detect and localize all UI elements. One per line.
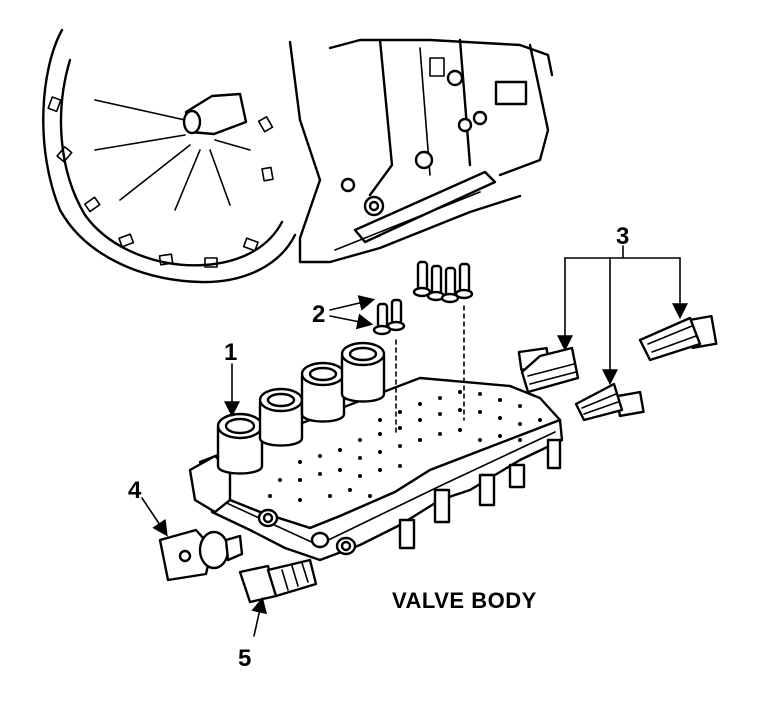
transmission-case	[42, 28, 554, 284]
speed-sensors	[517, 245, 718, 422]
temperature-sensor	[238, 558, 318, 604]
input-shaft	[182, 92, 248, 136]
shift-solenoids	[216, 341, 386, 475]
pressure-switch	[158, 528, 244, 582]
callout-5: 5	[238, 645, 251, 672]
diagram-caption: VALVE BODY	[392, 588, 537, 613]
callout-leaders	[141, 295, 376, 637]
valve-sleeves	[372, 260, 474, 437]
valve-body	[188, 376, 564, 562]
callout-2: 2	[312, 301, 325, 328]
callout-3: 3	[616, 223, 629, 250]
callout-4: 4	[128, 477, 142, 504]
callout-1: 1	[224, 339, 237, 366]
